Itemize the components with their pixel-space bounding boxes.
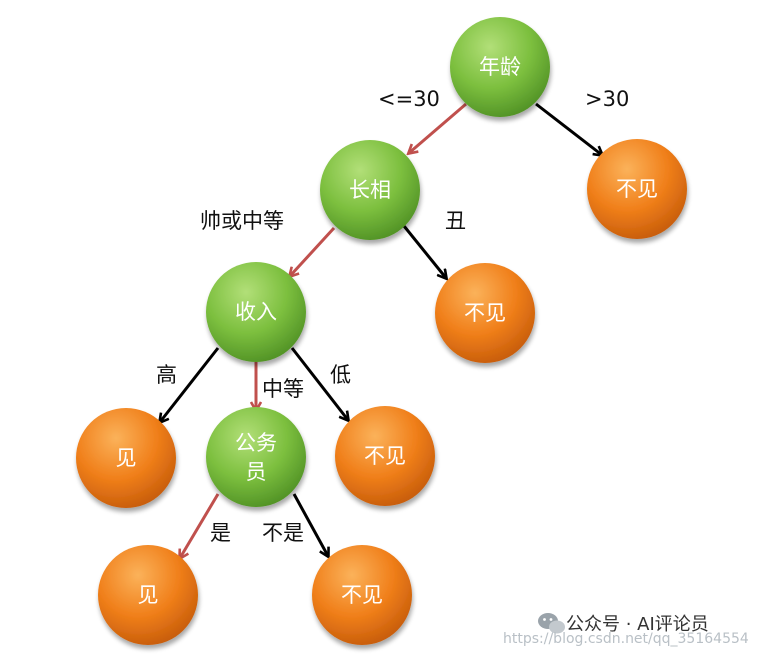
leaf-cs-yes: 见 (98, 545, 198, 645)
node-age: 年龄 (450, 17, 550, 117)
leaf-age-gt30: 不见 (587, 139, 687, 239)
edge-label-ugly: 丑 (445, 209, 466, 233)
node-civil-servant-label-2: 员 (246, 460, 267, 484)
node-civil-servant: 公务 员 (206, 407, 306, 507)
leaf-looks-ugly: 不见 (435, 263, 535, 363)
edge-label-high: 高 (156, 363, 177, 387)
watermark-text: 公众号 · AI评论员 (566, 614, 709, 635)
edge-looks-handsome (290, 226, 336, 276)
wechat-icon (538, 613, 565, 634)
edge-age-le30 (409, 102, 467, 153)
edge-label-no: 不是 (262, 521, 304, 545)
edge-age-gt30 (535, 102, 602, 155)
edge-income-low (290, 347, 348, 420)
leaf-looks-ugly-label: 不见 (464, 301, 506, 325)
edge-cs-yes (180, 493, 220, 558)
edge-label-low: 低 (330, 363, 351, 387)
edge-label-yes: 是 (210, 521, 231, 545)
edge-label-mid: 中等 (262, 377, 304, 401)
leaf-income-high-label: 见 (116, 446, 137, 470)
edge-label-le30: <=30 (378, 87, 440, 111)
edge-label-gt30: >30 (585, 87, 629, 111)
leaf-cs-no-label: 不见 (341, 583, 383, 607)
edge-labels: <=30 >30 帅或中等 丑 高 中等 低 是 不是 (156, 87, 629, 545)
edge-label-handsome: 帅或中等 (200, 209, 284, 233)
watermark: 公众号 · AI评论员 https://blog.csdn.net/qq_351… (503, 613, 749, 647)
watermark-url: https://blog.csdn.net/qq_35164554 (503, 631, 749, 647)
node-civil-servant-label-1: 公务 (235, 431, 277, 455)
leaf-cs-no: 不见 (312, 545, 412, 645)
node-age-label: 年龄 (479, 55, 521, 79)
edge-looks-ugly (402, 225, 446, 278)
leaf-cs-yes-label: 见 (138, 583, 159, 607)
node-income: 收入 (206, 262, 306, 362)
edge-cs-no (292, 493, 328, 556)
edges (160, 102, 602, 558)
edge-income-high (160, 347, 220, 422)
node-looks: 长相 (320, 140, 420, 240)
node-income-label: 收入 (235, 300, 277, 324)
leaf-age-gt30-label: 不见 (616, 177, 658, 201)
leaf-income-low: 不见 (335, 406, 435, 506)
leaf-income-high: 见 (76, 408, 176, 508)
leaf-income-low-label: 不见 (364, 444, 406, 468)
node-looks-label: 长相 (349, 178, 391, 202)
